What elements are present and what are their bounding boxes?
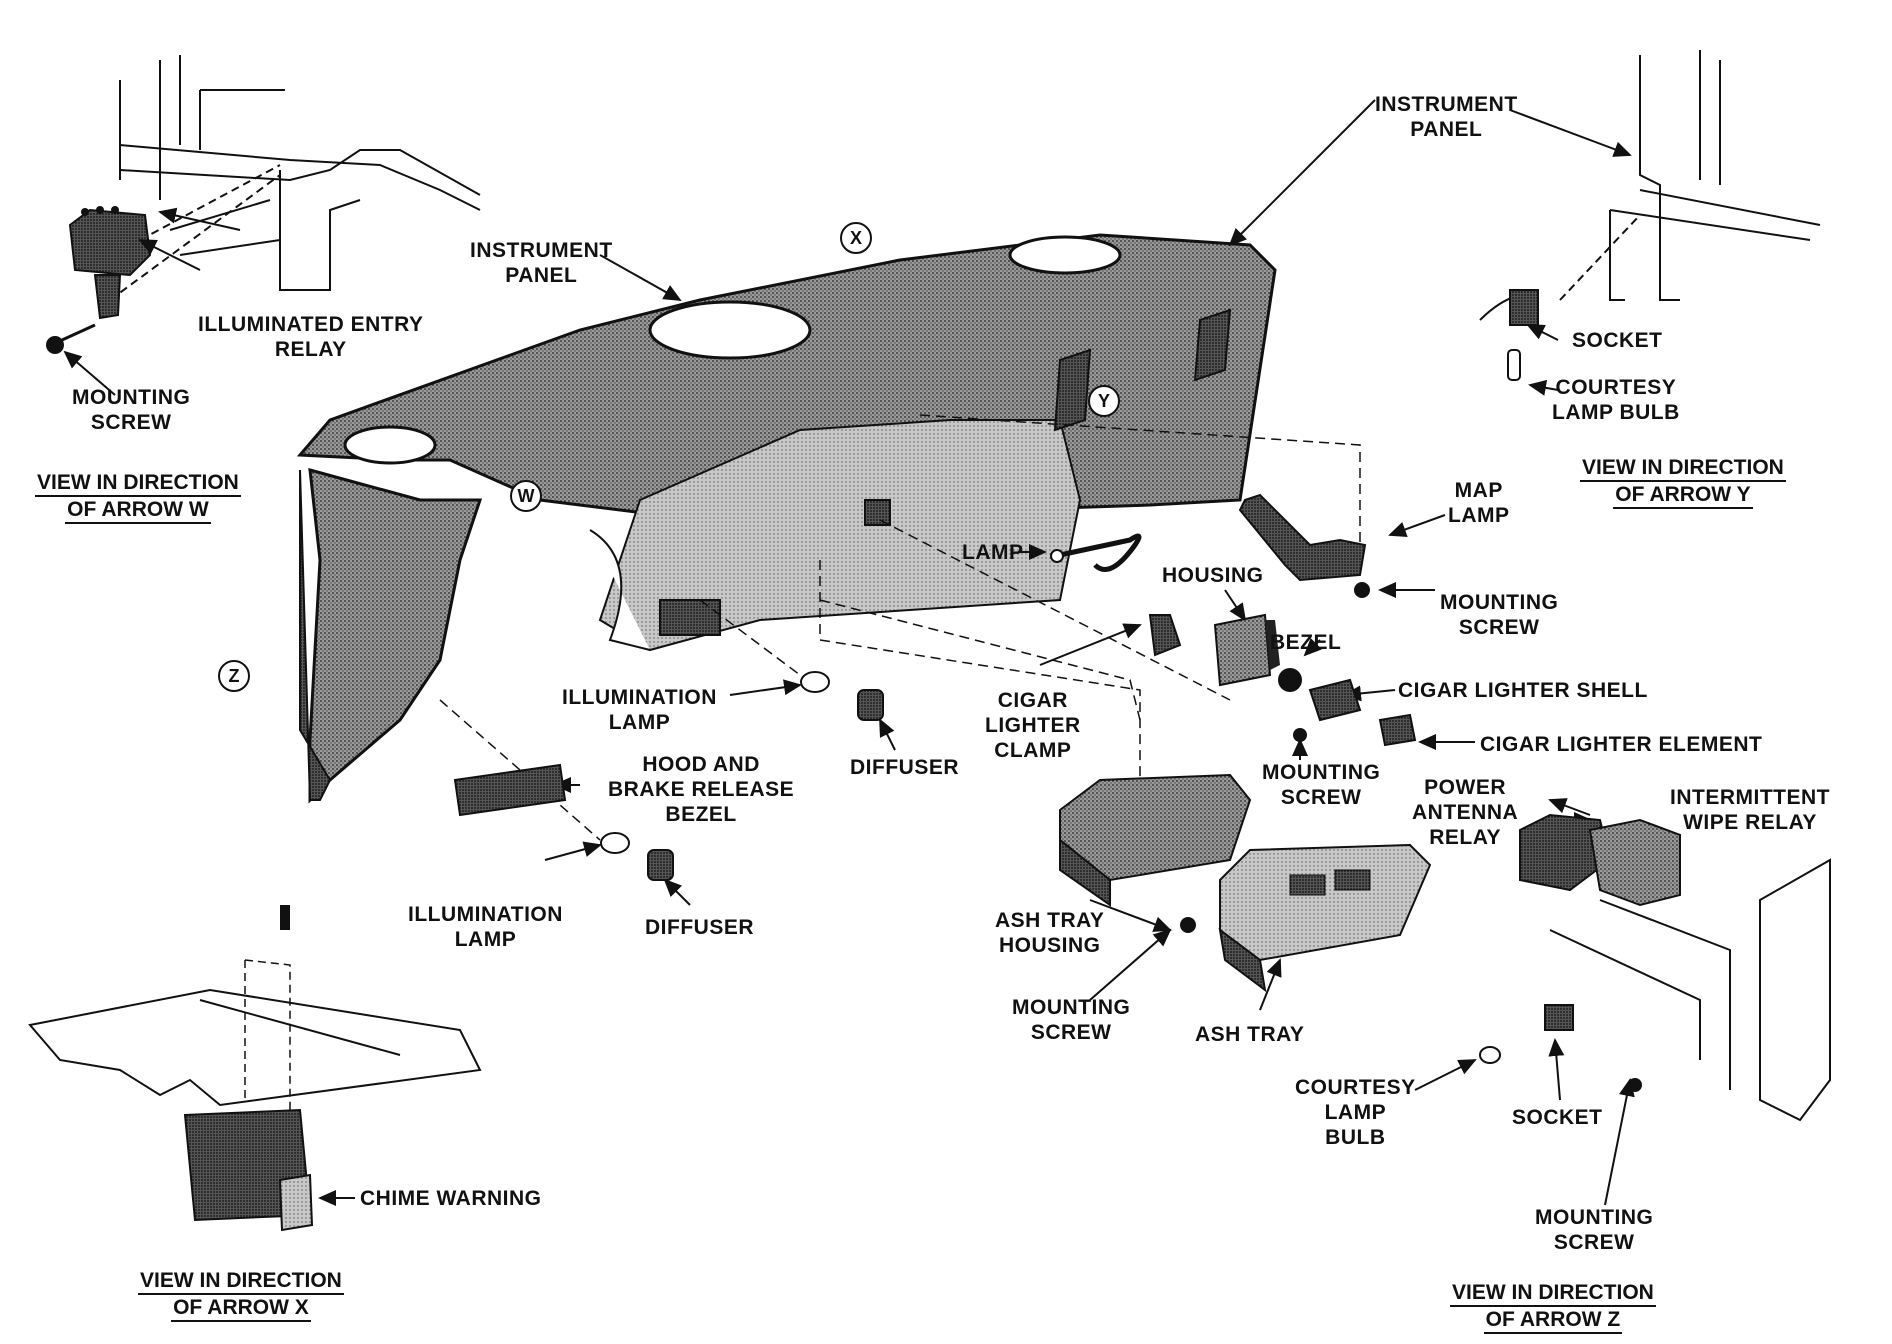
label-mounting-screw-map: MOUNTING SCREW xyxy=(1440,591,1559,639)
label-map-lamp: MAP LAMP xyxy=(1448,479,1510,527)
mounting-screw-w-part xyxy=(46,323,96,354)
view-y-line2: OF ARROW Y xyxy=(1613,482,1753,509)
view-x-line1: VIEW IN DIRECTION xyxy=(138,1268,344,1295)
label-courtesy-lamp-bulb-z: COURTESY LAMP BULB xyxy=(1295,1076,1416,1149)
label-intermittent-wipe-relay: INTERMITTENT WIPE RELAY xyxy=(1670,786,1830,834)
map-lamp-part xyxy=(1238,493,1370,598)
ash-tray-part xyxy=(1218,843,1432,993)
label-socket-z: SOCKET xyxy=(1512,1106,1603,1129)
label-cigar-lighter-element: CIGAR LIGHTER ELEMENT xyxy=(1480,733,1763,756)
label-lamp: LAMP xyxy=(962,541,1024,564)
dashed-install-lines xyxy=(439,414,1361,841)
label-cigar-lighter-shell: CIGAR LIGHTER SHELL xyxy=(1398,679,1648,702)
label-socket-y: SOCKET xyxy=(1572,329,1663,352)
view-caption-z: VIEW IN DIRECTION OF ARROW Z xyxy=(1450,1280,1656,1334)
label-illumination-lamp-lower: ILLUMINATION LAMP xyxy=(408,903,563,951)
view-z-line2: OF ARROW Z xyxy=(1483,1307,1623,1334)
view-w-detail xyxy=(109,55,481,301)
label-diffuser-lower: DIFFUSER xyxy=(645,916,754,939)
view-w-line2: OF ARROW W xyxy=(65,497,211,524)
label-mounting-screw-lighter: MOUNTING SCREW xyxy=(1262,761,1381,809)
cigar-lighter-parts xyxy=(1148,613,1417,747)
y-view-detail xyxy=(1479,50,1821,321)
label-mounting-screw-ash: MOUNTING SCREW xyxy=(1012,996,1131,1044)
label-chime-warning: CHIME WARNING xyxy=(360,1187,542,1210)
view-w-line1: VIEW IN DIRECTION xyxy=(35,470,241,497)
label-housing: HOUSING xyxy=(1162,564,1264,587)
arrow-tag-w: W xyxy=(510,480,542,512)
arrow-tag-y: Y xyxy=(1088,385,1120,417)
label-ash-tray: ASH TRAY xyxy=(1195,1023,1305,1046)
ash-tray-housing-part xyxy=(1059,773,1252,933)
view-z-line1: VIEW IN DIRECTION xyxy=(1450,1280,1656,1307)
label-power-antenna-relay: POWER ANTENNA RELAY xyxy=(1412,776,1519,849)
instrument-panel-main xyxy=(296,233,1277,804)
lamp-part xyxy=(1050,533,1142,572)
label-bezel: BEZEL xyxy=(1270,631,1342,654)
arrow-tag-x: X xyxy=(840,222,872,254)
socket-y-part xyxy=(1507,289,1539,381)
label-courtesy-lamp-bulb-y: COURTESY LAMP BULB xyxy=(1552,376,1680,424)
label-instrument-panel-left: INSTRUMENT PANEL xyxy=(470,239,613,287)
label-cigar-lighter-clamp: CIGAR LIGHTER CLAMP xyxy=(985,689,1081,762)
label-mounting-screw-z: MOUNTING SCREW xyxy=(1535,1206,1654,1254)
view-caption-x: VIEW IN DIRECTION OF ARROW X xyxy=(138,1268,344,1322)
arrow-tag-z: Z xyxy=(218,660,250,692)
view-y-line1: VIEW IN DIRECTION xyxy=(1580,455,1786,482)
label-hood-brake-release-bezel: HOOD AND BRAKE RELEASE BEZEL xyxy=(608,753,795,826)
illuminated-entry-relay-part xyxy=(68,206,152,320)
label-illuminated-entry-relay: ILLUMINATED ENTRY RELAY xyxy=(198,313,424,361)
label-illumination-lamp-upper: ILLUMINATION LAMP xyxy=(562,686,717,734)
view-x-line2: OF ARROW X xyxy=(171,1295,311,1322)
hood-brake-release-bezel-part xyxy=(453,671,884,881)
x-view-detail xyxy=(28,905,482,1232)
view-caption-w: VIEW IN DIRECTION OF ARROW W xyxy=(35,470,241,524)
z-view-detail xyxy=(1479,813,1831,1122)
label-instrument-panel-top: INSTRUMENT PANEL xyxy=(1375,93,1518,141)
view-caption-y: VIEW IN DIRECTION OF ARROW Y xyxy=(1580,455,1786,509)
label-ash-tray-housing: ASH TRAY HOUSING xyxy=(995,909,1105,957)
label-diffuser-upper: DIFFUSER xyxy=(850,756,959,779)
label-mounting-screw-w: MOUNTING SCREW xyxy=(72,386,191,434)
